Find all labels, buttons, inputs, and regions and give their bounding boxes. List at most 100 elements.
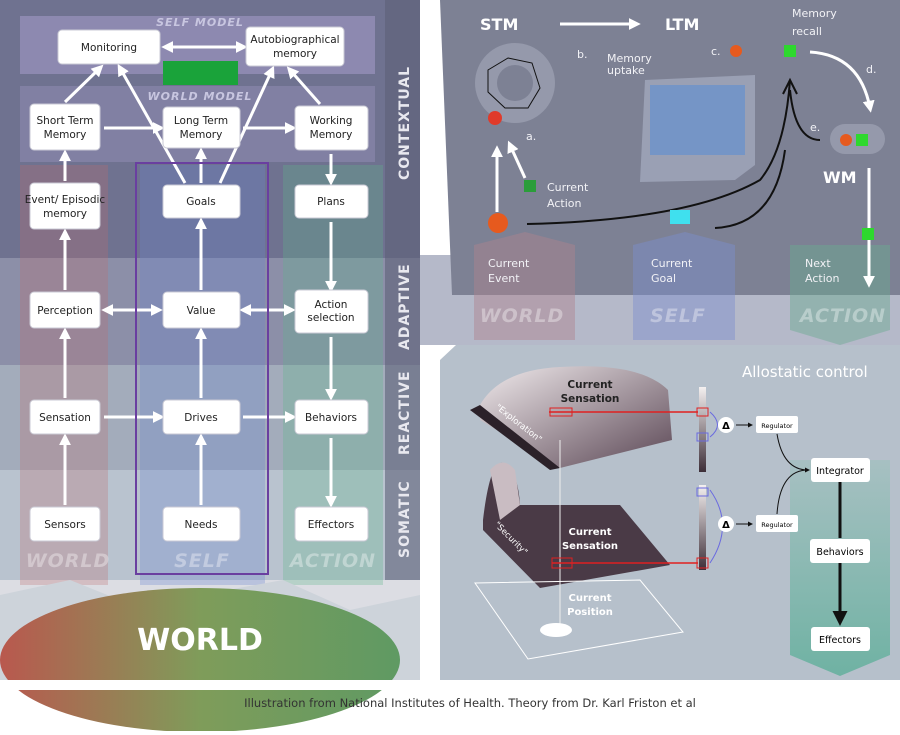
- box-value: Value: [162, 291, 241, 329]
- sensation-label-2: Current: [568, 527, 611, 538]
- svg-text:Behaviors: Behaviors: [816, 547, 863, 558]
- svg-text:Effectors: Effectors: [819, 635, 861, 646]
- box-goals: Goals: [162, 184, 241, 219]
- sensation-label-2b: Sensation: [562, 541, 618, 552]
- green-marker: [163, 61, 238, 85]
- svg-text:Monitoring: Monitoring: [81, 42, 137, 54]
- memory-recall-square: [784, 45, 796, 57]
- band-label-reactive: REACTIVE: [397, 370, 413, 455]
- svg-text:Short Term: Short Term: [37, 115, 94, 127]
- svg-text:Regulator: Regulator: [761, 422, 793, 430]
- panel-self-label: SELF: [650, 305, 706, 327]
- memory-uptake-label: Memory: [607, 52, 652, 65]
- next-action-square: [862, 228, 874, 240]
- behaviors-box: Behaviors: [810, 539, 870, 563]
- label-e: e.: [810, 121, 820, 134]
- band-label-contextual: CONTEXTUAL: [397, 66, 413, 180]
- security-gauge: [699, 485, 706, 570]
- panel-action-label: ACTION: [798, 305, 886, 327]
- current-event-node: [488, 213, 508, 233]
- svg-text:Effectors: Effectors: [308, 519, 354, 531]
- box-needs: Needs: [162, 506, 241, 542]
- allostatic-panel: Allostatic control "Exploration" "Securi…: [440, 345, 900, 680]
- svg-text:Sensors: Sensors: [44, 519, 85, 531]
- box-sensation: Sensation: [29, 399, 101, 435]
- svg-text:memory: memory: [43, 208, 87, 220]
- current-event-label-2: Event: [488, 272, 520, 285]
- current-goal-label: Current: [651, 257, 693, 270]
- memory-uptake-label-2: uptake: [607, 64, 645, 77]
- box-plans: Plans: [294, 184, 369, 219]
- box-perception: Perception: [29, 291, 101, 329]
- box-behaviors: Behaviors: [294, 399, 369, 435]
- svg-text:Perception: Perception: [37, 305, 93, 317]
- sensation-label-1: Current: [567, 379, 612, 391]
- self-highlight-frame: [135, 162, 269, 575]
- memory-node: [488, 111, 502, 125]
- world-model-label: WORLD MODEL: [148, 90, 253, 103]
- memory-recall-label: Memory: [792, 7, 837, 20]
- allostatic-title: Allostatic control: [742, 363, 868, 381]
- recall-lines: [526, 79, 821, 229]
- self-column-label: SELF: [174, 550, 230, 572]
- svg-text:Needs: Needs: [185, 519, 218, 531]
- svg-text:Memory: Memory: [180, 129, 223, 141]
- next-action-label-2: Action: [805, 272, 839, 285]
- box-monitoring: Monitoring: [57, 29, 161, 65]
- svg-text:Integrator: Integrator: [816, 466, 864, 477]
- svg-text:Long Term: Long Term: [174, 115, 228, 127]
- label-b: b.: [577, 48, 587, 61]
- action-column-label: ACTION: [288, 550, 376, 572]
- box-sensors: Sensors: [29, 506, 101, 542]
- svg-text:Action: Action: [315, 299, 348, 311]
- svg-text:Memory: Memory: [310, 129, 353, 141]
- current-action-label: Current: [547, 181, 589, 194]
- integrator-box: Integrator: [811, 458, 870, 482]
- current-goal-flag: [670, 210, 690, 224]
- ltm-memory-grid: [650, 85, 745, 155]
- band-label-adaptive: ADAPTIVE: [397, 263, 413, 350]
- regulator-box-2: Regulator: [756, 515, 798, 532]
- panel-world-label: WORLD: [480, 305, 565, 327]
- box-drives: Drives: [162, 399, 241, 435]
- security-surface: [483, 462, 670, 588]
- delta-icon-2: Δ: [722, 520, 730, 531]
- regulator-box-1: Regulator: [756, 416, 798, 433]
- caption: Illustration from National Institutes of…: [244, 696, 696, 710]
- position-plane: [474, 579, 684, 660]
- current-action-square: [524, 180, 536, 192]
- sensation-label-1b: Sensation: [561, 393, 620, 405]
- memory-recall-node: [730, 45, 742, 57]
- svg-text:Behaviors: Behaviors: [305, 412, 357, 424]
- self-model-label: SELF MODEL: [156, 16, 244, 29]
- wm-label: WM: [823, 168, 857, 187]
- ground-world-label: WORLD: [137, 623, 263, 658]
- svg-text:Goals: Goals: [186, 196, 215, 208]
- svg-text:memory: memory: [273, 48, 317, 60]
- stm-ring: [475, 43, 555, 123]
- left-diagram: SELF MODEL WORLD MODEL WORLD SELF ACTION…: [0, 0, 420, 732]
- band-label-somatic: SOMATIC: [397, 480, 413, 558]
- effectors-box: Effectors: [811, 627, 870, 651]
- stm-label: STM: [480, 15, 518, 34]
- current-goal-label-2: Goal: [651, 272, 676, 285]
- svg-text:Sensation: Sensation: [39, 412, 91, 424]
- svg-text:Plans: Plans: [317, 196, 345, 208]
- ltm-label: LTM: [665, 15, 699, 34]
- delta-icon-1: Δ: [722, 421, 730, 432]
- flow-arrows: [59, 41, 337, 508]
- svg-text:selection: selection: [307, 312, 354, 324]
- world-hill: [0, 588, 400, 732]
- label-a: a.: [526, 130, 536, 143]
- svg-text:Value: Value: [187, 305, 216, 317]
- svg-text:Regulator: Regulator: [761, 521, 793, 529]
- position-label: Current: [568, 593, 611, 604]
- position-label-2: Position: [567, 607, 613, 618]
